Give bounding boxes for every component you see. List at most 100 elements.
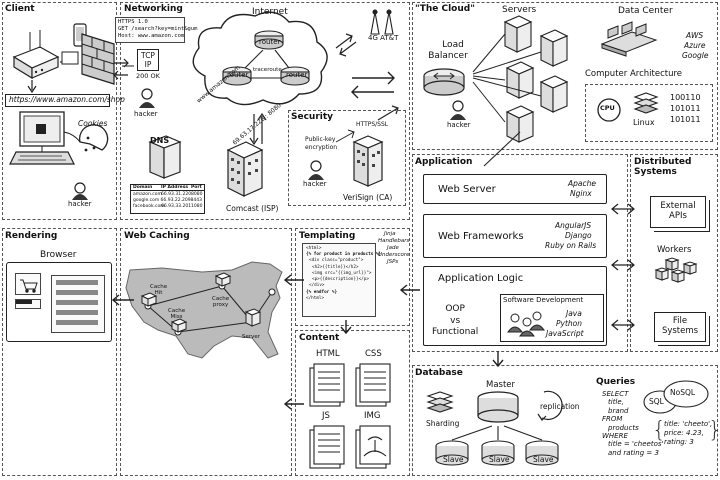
networking-panel xyxy=(120,2,410,220)
rendering-title: Rendering xyxy=(5,231,58,241)
cache-hit-line1: Cache xyxy=(150,284,168,290)
http-line-2: GET /search?key=mint&gum xyxy=(118,26,198,33)
internet-cloud xyxy=(192,11,328,106)
networking-title: Networking xyxy=(124,4,183,14)
public-key-label: Public-key xyxy=(305,136,336,143)
encryption-label: encryption xyxy=(305,144,338,151)
code-line-4: <h2>{{title}}</h2> xyxy=(312,264,359,270)
file-systems-box: File Systems xyxy=(654,312,706,342)
master-db-icon xyxy=(477,391,519,423)
network-arrows xyxy=(335,33,399,121)
replication-label: replication xyxy=(540,402,580,411)
external-line1: External xyxy=(660,201,696,211)
code-line-9: </html> xyxy=(306,295,325,301)
code-line-6: <p>{{description}}</p> xyxy=(312,277,369,283)
url-text: https://www.amazon.com/shop xyxy=(9,95,125,104)
sql-line-3: brand xyxy=(608,406,629,415)
cpu-icon xyxy=(597,98,621,122)
https-label: HTTPS/SSL xyxy=(356,121,389,128)
code-line-2: {% for product in products %} xyxy=(306,252,382,258)
templating-title: Templating xyxy=(299,231,356,241)
tablet-icon xyxy=(61,51,79,65)
json-line-2: price: 4.23, xyxy=(664,429,704,438)
ws-nginx: Nginx xyxy=(570,189,592,198)
dns-row1-domain: amazon.com xyxy=(133,192,162,197)
servers-label: Servers xyxy=(502,5,537,15)
cell-towers xyxy=(370,9,394,35)
router-icon-2 xyxy=(222,66,252,86)
code-line-3: <div class="product"> xyxy=(309,258,364,264)
dns-row3-domain: facebook.com xyxy=(133,204,165,209)
lang-python: Python xyxy=(556,319,582,328)
isp-building-icon xyxy=(226,141,264,197)
database-title: Database xyxy=(415,368,463,378)
templating-content-arrow xyxy=(340,320,352,335)
traceroute-label: traceroute xyxy=(253,67,282,73)
dns-server-icon xyxy=(148,135,182,179)
sql-line-5: products xyxy=(608,423,639,432)
isp-arrows xyxy=(249,112,267,146)
ip-label: IP xyxy=(144,60,152,70)
replication-arrow xyxy=(537,390,563,421)
router-icon-3 xyxy=(280,66,310,86)
cache-proxy-line2: proxy xyxy=(212,302,229,309)
us-map-shape xyxy=(125,261,283,359)
internet-label: Internet xyxy=(252,7,288,17)
cpu-label: CPU xyxy=(600,104,615,112)
nosql-bubble-label: NoSQL xyxy=(670,388,696,397)
sql-line-6: WHERE xyxy=(602,431,628,440)
router-icon-1 xyxy=(254,30,284,50)
engine-underscore: Underscore xyxy=(378,252,410,258)
lang-java: Java xyxy=(566,309,582,318)
queries-title: Queries xyxy=(596,377,636,387)
cloud-app-link xyxy=(483,131,521,167)
json-line-1: title: 'cheeto', xyxy=(664,420,713,428)
content-docs xyxy=(309,363,391,469)
cloud-hacker-icon xyxy=(450,100,466,120)
content-html-label: HTML xyxy=(316,349,340,359)
master-label: Master xyxy=(486,380,516,390)
db-diagram xyxy=(426,390,563,466)
distributed-panel xyxy=(630,154,718,352)
router-label-3: router xyxy=(286,71,308,79)
web-caching-panel xyxy=(120,228,292,476)
sql-line-8: and rating = 3 xyxy=(608,448,659,457)
img-doc-icon xyxy=(355,425,391,469)
http-line-3: Host: www.amazon.com xyxy=(118,33,185,40)
security-subpanel xyxy=(288,110,406,206)
json-line-3: rating: 3 xyxy=(664,438,694,447)
us-map xyxy=(125,261,283,359)
fw-rails: Ruby on Rails xyxy=(545,241,597,250)
cookie-icon xyxy=(78,124,109,152)
fw-django: Django xyxy=(565,231,592,240)
client-hacker-label: hacker xyxy=(68,200,92,208)
cache-miss-label: Cache Miss xyxy=(168,308,185,320)
url-bar[interactable]: https://www.amazon.com/shop xyxy=(5,94,125,107)
cloud-hacker-label: hacker xyxy=(447,121,471,129)
dns-label: DNS xyxy=(150,136,170,145)
sharding-icon xyxy=(426,391,454,413)
cache-hit-line2: Hit xyxy=(154,290,163,297)
content-caching-arrow xyxy=(283,398,304,410)
datacenter-icon xyxy=(600,21,658,57)
browser-details xyxy=(16,279,98,325)
oop-line1: OOP xyxy=(445,304,465,314)
monitor-icon xyxy=(9,111,75,165)
engine-jsps: JSPs xyxy=(387,259,399,265)
html-doc-icon xyxy=(309,363,345,407)
linux-label: Linux xyxy=(633,118,655,127)
swdev-label: Software Development xyxy=(503,296,584,304)
content-img-label: IMG xyxy=(364,411,381,421)
network-hacker-icon xyxy=(139,88,155,108)
query-bubbles xyxy=(643,380,709,414)
json-doc: title: 'cheeto', price: 4.23, rating: 3 xyxy=(664,420,712,447)
slave-label-2: Slave xyxy=(489,455,510,464)
css-doc-icon xyxy=(355,363,391,407)
external-apis-box: External APIs xyxy=(650,196,706,228)
bits-3: 101011 xyxy=(670,115,701,124)
sql-line-4: FROM xyxy=(602,415,623,424)
dns-row3-ip: 66.93.33.201 xyxy=(161,204,192,209)
app-distributed-arrows xyxy=(611,203,635,331)
web-server-layer xyxy=(423,174,607,204)
cache-server-label: Server xyxy=(242,334,261,340)
